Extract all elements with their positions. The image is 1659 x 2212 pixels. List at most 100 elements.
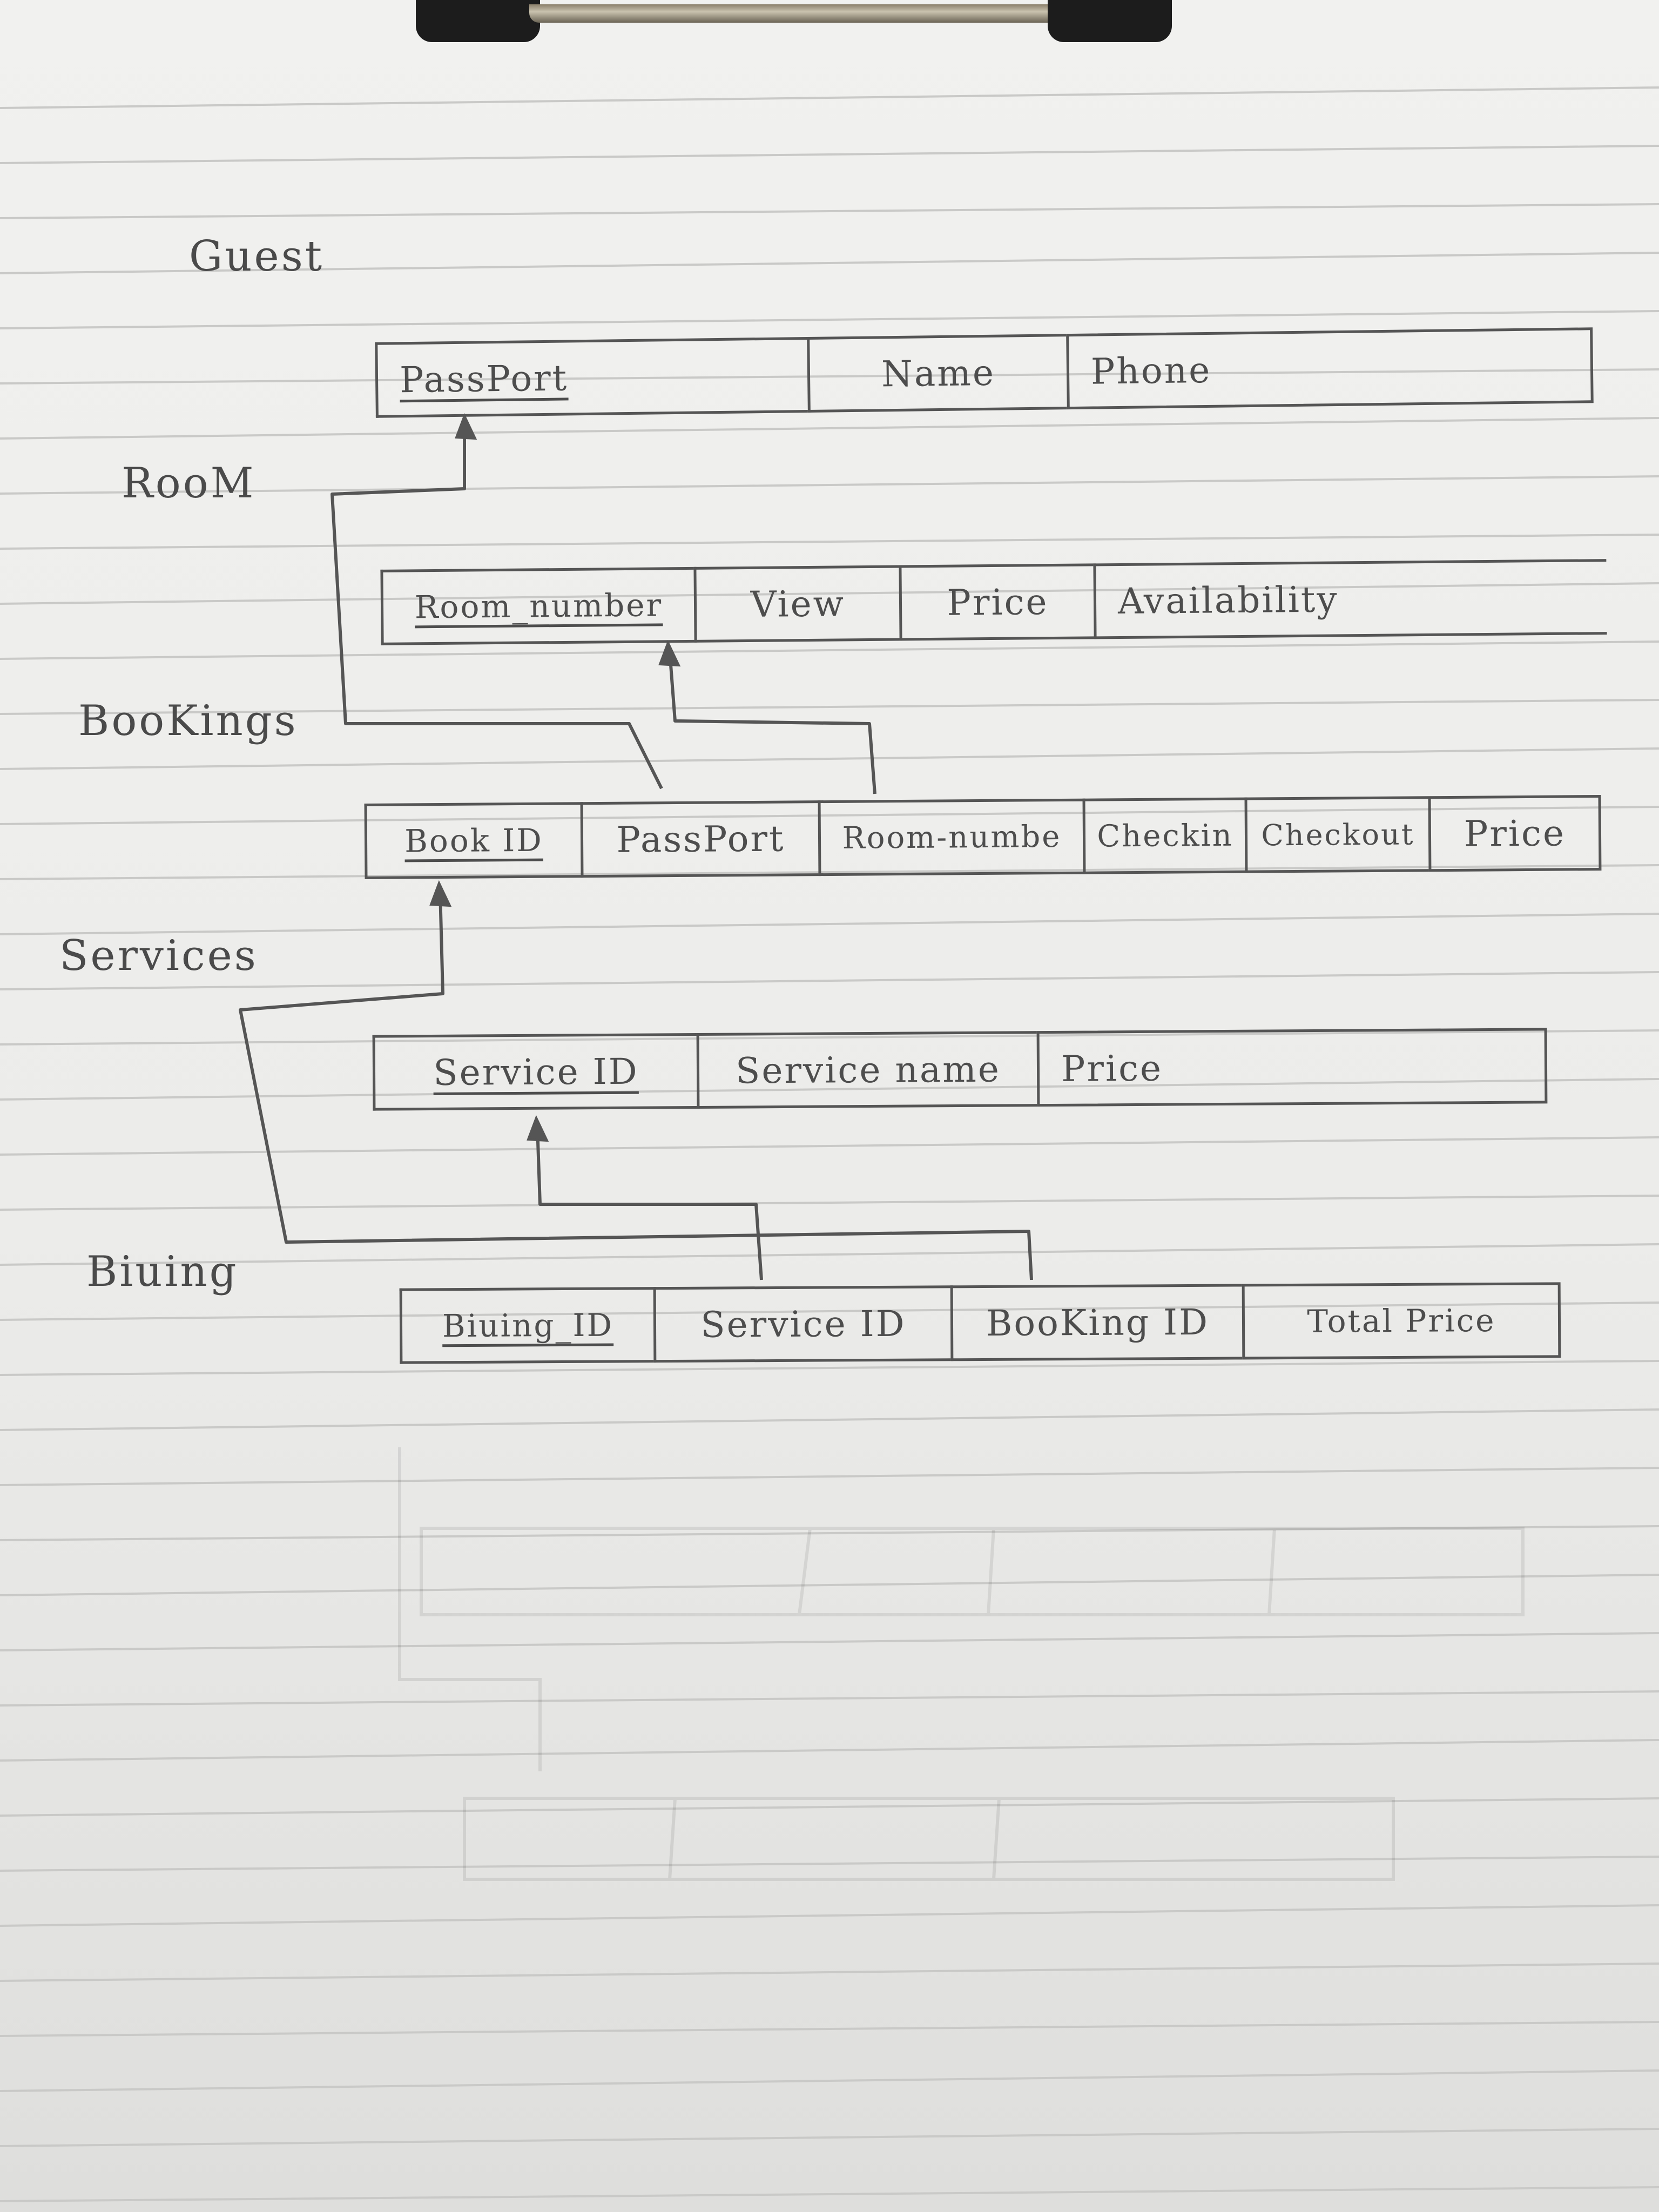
room-price-label: Price xyxy=(947,581,1049,624)
ruled-line xyxy=(0,145,1659,164)
ruled-line xyxy=(0,1904,1659,1927)
ruled-line xyxy=(0,1408,1659,1431)
entity-guest: PassPort Name Phone xyxy=(375,327,1594,418)
table-label-guest: Guest xyxy=(189,232,325,281)
services-price-label: Price xyxy=(1061,1047,1163,1090)
table-label-bookings: BooKings xyxy=(78,697,298,745)
ruled-line xyxy=(0,1525,1659,1541)
billing-service-id-column: Service ID xyxy=(653,1285,951,1363)
bookings-room-column: Room-numbe xyxy=(818,798,1083,876)
table-label-services: Services xyxy=(59,932,258,980)
arrowhead-services-id xyxy=(527,1115,549,1142)
billing-service-id-label: Service ID xyxy=(700,1303,906,1346)
ruled-line xyxy=(0,640,1659,660)
ruled-line xyxy=(0,368,1659,385)
billing-total-price-column: Total Price xyxy=(1242,1282,1561,1360)
guest-phone-column: Phone xyxy=(1066,327,1594,410)
clipboard-clip xyxy=(416,0,1172,49)
entity-bookings: Book ID PassPort Room-numbe Checkin Chec… xyxy=(364,795,1602,879)
services-id-label: Service ID xyxy=(433,1050,639,1094)
room-view-label: View xyxy=(750,582,846,625)
billing-id-label: Biuing_ID xyxy=(442,1306,614,1345)
bookings-id-column: Book ID xyxy=(364,802,581,879)
billing-booking-id-column: BooKing ID xyxy=(950,1284,1243,1361)
ruled-line xyxy=(0,582,1659,605)
ruled-line xyxy=(0,1856,1659,1872)
ruled-line xyxy=(0,86,1659,109)
table-label-billing: Biuing xyxy=(86,1247,239,1296)
ruled-line xyxy=(0,534,1659,550)
guest-name-label: Name xyxy=(881,352,996,395)
ruled-line xyxy=(0,1301,1659,1321)
services-name-column: Service name xyxy=(696,1031,1037,1109)
room-availability-label: Availability xyxy=(1117,578,1339,622)
services-name-label: Service name xyxy=(735,1048,1001,1092)
billing-id-column: Biuing_ID xyxy=(399,1287,654,1364)
table-label-room: RooM xyxy=(122,459,256,508)
bookings-checkout-label: Checkout xyxy=(1261,817,1415,852)
ruled-line xyxy=(0,475,1659,495)
ruled-line xyxy=(0,417,1659,440)
arrowhead-room-number xyxy=(658,639,681,667)
entity-billing: Biuing_ID Service ID BooKing ID Total Pr… xyxy=(399,1282,1561,1364)
ruled-line xyxy=(0,203,1659,219)
ruled-line xyxy=(0,1078,1659,1101)
bookings-room-label: Room-numbe xyxy=(842,819,1062,856)
guest-phone-label: Phone xyxy=(1090,349,1212,393)
ruled-line xyxy=(0,971,1659,990)
ruled-line xyxy=(0,252,1659,274)
room-view-column: View xyxy=(693,565,900,643)
room-price-column: Price xyxy=(899,563,1094,641)
guest-name-column: Name xyxy=(807,334,1067,413)
bookings-passport-column: PassPort xyxy=(580,800,819,878)
ruled-line xyxy=(0,1739,1659,1762)
ruled-line xyxy=(0,2021,1659,2037)
ruled-line xyxy=(0,1195,1659,1211)
ruled-line xyxy=(0,806,1659,825)
room-number-column: Room_number xyxy=(380,567,694,645)
ruled-line xyxy=(0,1136,1659,1156)
ruled-line xyxy=(0,747,1659,770)
ruled-line xyxy=(0,2069,1659,2092)
ruled-line xyxy=(0,310,1659,329)
bookings-checkin-label: Checkin xyxy=(1097,818,1233,854)
ruled-line xyxy=(0,699,1659,715)
billing-booking-id-label: BooKing ID xyxy=(986,1301,1210,1344)
arrowhead-bookings-id xyxy=(429,880,452,907)
ruled-line xyxy=(0,913,1659,935)
entity-services: Service ID Service name Price xyxy=(372,1028,1548,1111)
bookings-id-label: Book ID xyxy=(404,821,543,860)
guest-passport-label: PassPort xyxy=(399,356,569,401)
room-number-label: Room_number xyxy=(414,586,663,626)
room-availability-column: Availability xyxy=(1093,559,1607,639)
fk-line-billing-service-to-services xyxy=(536,1125,763,1280)
services-id-column: Service ID xyxy=(372,1033,697,1111)
services-price-column: Price xyxy=(1036,1028,1548,1107)
clip-right-end xyxy=(1048,0,1172,42)
ruled-line xyxy=(0,1243,1659,1266)
fk-line-billing-booking-to-bookings xyxy=(239,891,1033,1280)
ruled-line xyxy=(0,2186,1659,2202)
arrowhead-guest-passport xyxy=(455,413,477,440)
fk-line-bookings-room-to-room xyxy=(668,650,876,794)
bookings-price-column: Price xyxy=(1428,795,1602,872)
clip-left-end xyxy=(416,0,540,42)
bookings-checkin-column: Checkin xyxy=(1082,797,1245,874)
entity-room: Room_number View Price Availability xyxy=(380,559,1607,645)
guest-passport-column: PassPort xyxy=(375,337,808,418)
ruled-line xyxy=(0,1963,1659,1982)
clip-bar xyxy=(529,4,1058,23)
fk-line-bookings-passport-to-guest xyxy=(331,427,663,790)
bookings-passport-label: PassPort xyxy=(616,818,785,861)
bookings-price-label: Price xyxy=(1464,812,1566,855)
ruled-line xyxy=(0,1029,1659,1046)
ruled-line xyxy=(0,1797,1659,1817)
bookings-checkout-column: Checkout xyxy=(1244,796,1429,873)
ruled-line xyxy=(0,864,1659,880)
ruled-line xyxy=(0,1690,1659,1707)
ruled-line xyxy=(0,1574,1659,1596)
ruled-line xyxy=(0,2128,1659,2147)
